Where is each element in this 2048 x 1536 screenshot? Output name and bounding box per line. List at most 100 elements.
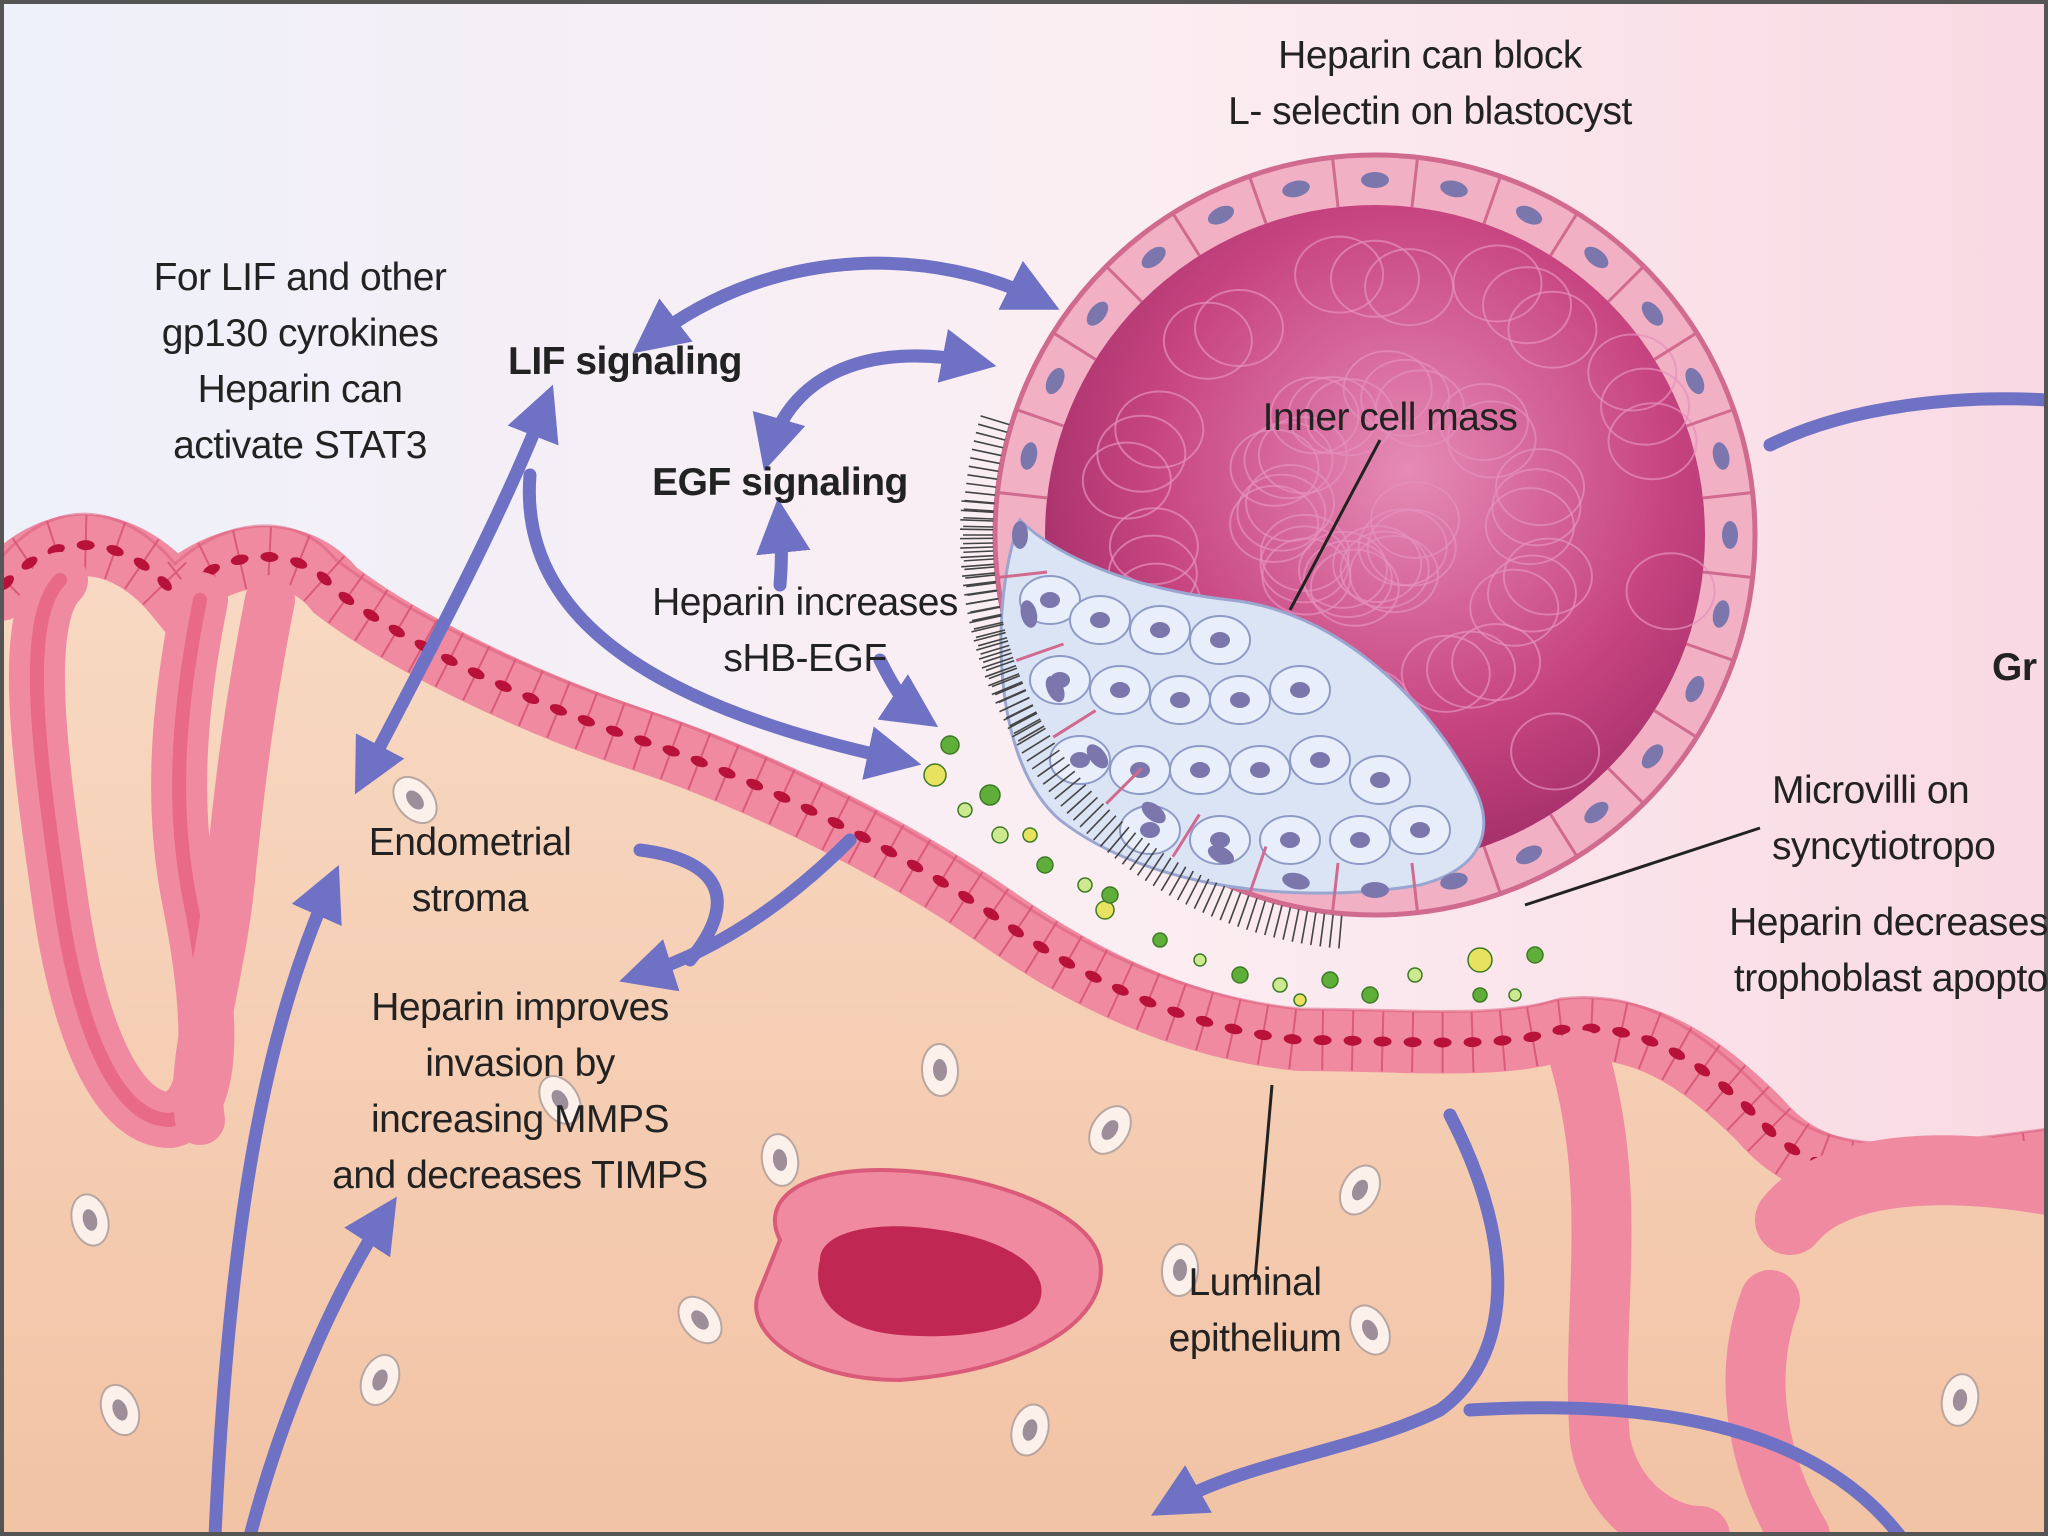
epithelial-nucleus [746, 778, 764, 791]
label-lif-signaling: LIF signaling [508, 340, 743, 383]
trophoblast-border [1685, 642, 1735, 662]
blastocoel-cell [1259, 525, 1350, 604]
label-lif-stat3-note: For LIF and other gp130 cyrokines Hepari… [153, 256, 447, 467]
vesicle [991, 826, 1009, 844]
epithelial-nucleus [1463, 1037, 1482, 1048]
trophoblast-border [1702, 490, 1753, 500]
trophoblast-border [1549, 813, 1579, 858]
stroma-cell-nucleus [406, 790, 424, 810]
microvillus [1228, 892, 1242, 924]
trophoblast-border [1330, 862, 1340, 913]
trophoblast-nucleus [1086, 301, 1109, 326]
trophoblast-border [1607, 265, 1645, 303]
epithelial-nucleus [316, 571, 332, 586]
trophoblast-border [1653, 709, 1698, 739]
vesicle [1036, 856, 1054, 874]
microvillus [1021, 735, 1051, 754]
microvillus [961, 563, 995, 568]
blastocoel-cell [1162, 301, 1253, 380]
microvillus [1017, 725, 1045, 742]
trophoblast-border [1482, 845, 1502, 895]
trophoblast-nucleus [1515, 205, 1543, 225]
arrow-lif-epithelium [522, 468, 922, 780]
stroma-cell-nucleus [1101, 1120, 1119, 1140]
trophoblast-nucleus [1020, 442, 1038, 470]
arrow-hbegf-egf [756, 498, 811, 592]
microvillus [1009, 711, 1037, 727]
microvillus [1092, 815, 1117, 841]
blastocoel-cell [1625, 552, 1716, 631]
trophoblast-cells [997, 157, 1753, 913]
microvillus [966, 482, 997, 488]
blastocoel-cell [1114, 390, 1205, 469]
epithelial-nucleus [1195, 1015, 1214, 1027]
arrow-right-bottom [1463, 1401, 1907, 1536]
arrow-lif-blastocyst [632, 256, 1060, 354]
microvillus [1099, 821, 1123, 847]
blastocoel-cell [1309, 548, 1400, 627]
trophoblast-border [1607, 767, 1645, 805]
vesicle [1152, 932, 1168, 948]
epithelial-nucleus [718, 766, 736, 779]
microvillus [960, 554, 994, 559]
blastocoel-cell [1243, 421, 1334, 500]
stroma-cell-nucleus [112, 1399, 128, 1421]
trophoblast-border [1685, 408, 1735, 428]
trophoblast-border [1410, 157, 1420, 208]
inner-cell-nucleus [1210, 632, 1230, 648]
vesicle [1077, 877, 1093, 893]
microvillus [963, 525, 994, 528]
arrow-epithelium-invasion [619, 833, 857, 992]
blastocoel-cell [1298, 530, 1388, 609]
epithelial-nucleus [290, 557, 308, 569]
trophoblast-border [1052, 709, 1097, 739]
trophoblast-nucleus [1361, 172, 1389, 188]
microvillus [1011, 720, 1042, 738]
vesicle [979, 784, 1001, 806]
microvillus [1300, 910, 1309, 944]
trophoblast-border [1248, 845, 1268, 895]
microvillus [1291, 909, 1300, 942]
blastocoel-cell [1587, 333, 1678, 412]
trophoblast-border [997, 490, 1048, 500]
blastocoel-cell [1507, 290, 1598, 369]
arrows [208, 256, 2048, 1536]
epithelial-nucleus [854, 830, 871, 843]
blastocoel-cell [1330, 239, 1420, 318]
label-heparin-increases-hbegf: Heparin increases sHB-EGF [652, 581, 958, 680]
trophoblast-nucleus [1712, 442, 1730, 470]
epithelial-nucleus [605, 725, 624, 737]
vesicle [1472, 987, 1488, 1003]
epithelial-nucleus [932, 875, 949, 888]
blastocoel-cell [1357, 508, 1448, 587]
trophoblast-nucleus [1641, 301, 1664, 326]
epithelial-nucleus [157, 576, 172, 591]
arrow-epithelium-down [1150, 1108, 1505, 1516]
trophoblast-nucleus [1207, 845, 1235, 865]
trophoblast-nucleus [1012, 521, 1028, 549]
epithelial-nucleus [21, 556, 38, 570]
epithelial-nucleus [1668, 1047, 1686, 1060]
trophoblast-border [1015, 642, 1065, 662]
blastocoel-cell [1294, 235, 1385, 314]
blastocoel-cell [1400, 634, 1491, 713]
microvillus [1264, 903, 1275, 936]
trophoblast-nucleus [1712, 600, 1730, 628]
epithelial-nucleus [634, 735, 652, 747]
epithelial-nucleus [338, 591, 355, 606]
microvillus [963, 542, 994, 545]
microvillus [970, 605, 1000, 613]
epithelial-nucleus [1033, 940, 1050, 954]
microvillus [1129, 842, 1151, 871]
blastocoel-cell [1364, 248, 1455, 327]
trophoblast-nucleus [1141, 801, 1166, 824]
stroma-cell-nucleus [82, 1209, 98, 1231]
trophoblast-nucleus [1685, 675, 1705, 703]
microvillus [984, 664, 1017, 678]
label-microvilli-syncytiotrophoblast: Microvilli on syncytiotropo [1772, 769, 1996, 868]
microvillus [1048, 770, 1076, 793]
microvillus [976, 640, 1009, 651]
epithelial-nucleus [230, 554, 249, 566]
inner-cell-nucleus [1090, 612, 1110, 628]
